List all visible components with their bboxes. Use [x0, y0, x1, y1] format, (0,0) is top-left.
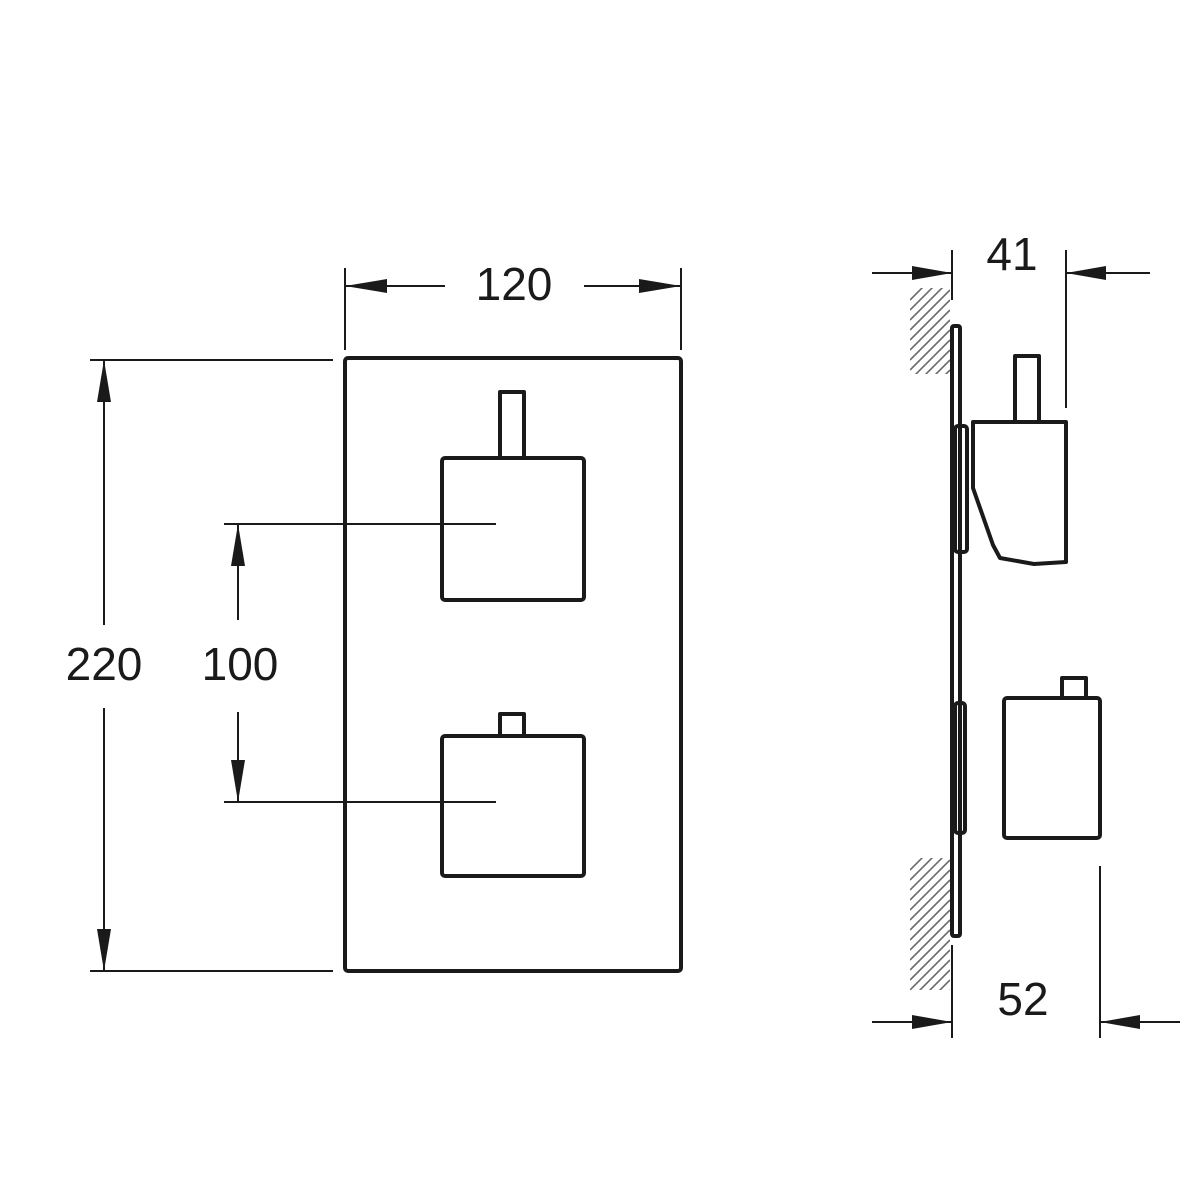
- height-dimension-label: 220: [66, 638, 143, 690]
- spacing-dimension-label: 100: [202, 638, 279, 690]
- front-view: [343, 356, 683, 973]
- lower-handle-side: [953, 676, 1102, 840]
- upper-handle-stem: [498, 390, 526, 460]
- depth-dimension-top: 41: [872, 228, 1150, 408]
- depth-dimension-top-label: 41: [986, 228, 1037, 280]
- upper-handle-side: [953, 354, 1068, 566]
- wall-hatching-bottom: [910, 858, 950, 990]
- upper-handle-side-stem: [1013, 354, 1041, 424]
- depth-dimension-bottom: 52: [872, 866, 1180, 1038]
- lower-handle-body: [440, 734, 586, 878]
- upper-handle-side-body: [971, 420, 1068, 566]
- upper-handle-side-collar: [953, 424, 969, 554]
- upper-handle-body: [440, 456, 586, 602]
- plate-profile: [950, 324, 962, 938]
- width-dimension: 120: [344, 258, 682, 350]
- upper-handle: [440, 390, 586, 602]
- side-view: [910, 288, 1102, 990]
- lower-handle-side-collar: [953, 701, 967, 835]
- cover-plate: [343, 356, 683, 973]
- lower-handle-stem: [498, 712, 526, 738]
- lower-handle-side-body: [1002, 696, 1102, 840]
- wall-hatching-top: [910, 288, 950, 374]
- depth-dimension-bottom-label: 52: [997, 973, 1048, 1025]
- height-dimension: 220: [66, 359, 333, 972]
- lower-handle: [440, 712, 586, 878]
- width-dimension-label: 120: [476, 258, 553, 310]
- lower-handle-side-stem: [1060, 676, 1088, 700]
- spacing-dimension: 100: [202, 523, 496, 803]
